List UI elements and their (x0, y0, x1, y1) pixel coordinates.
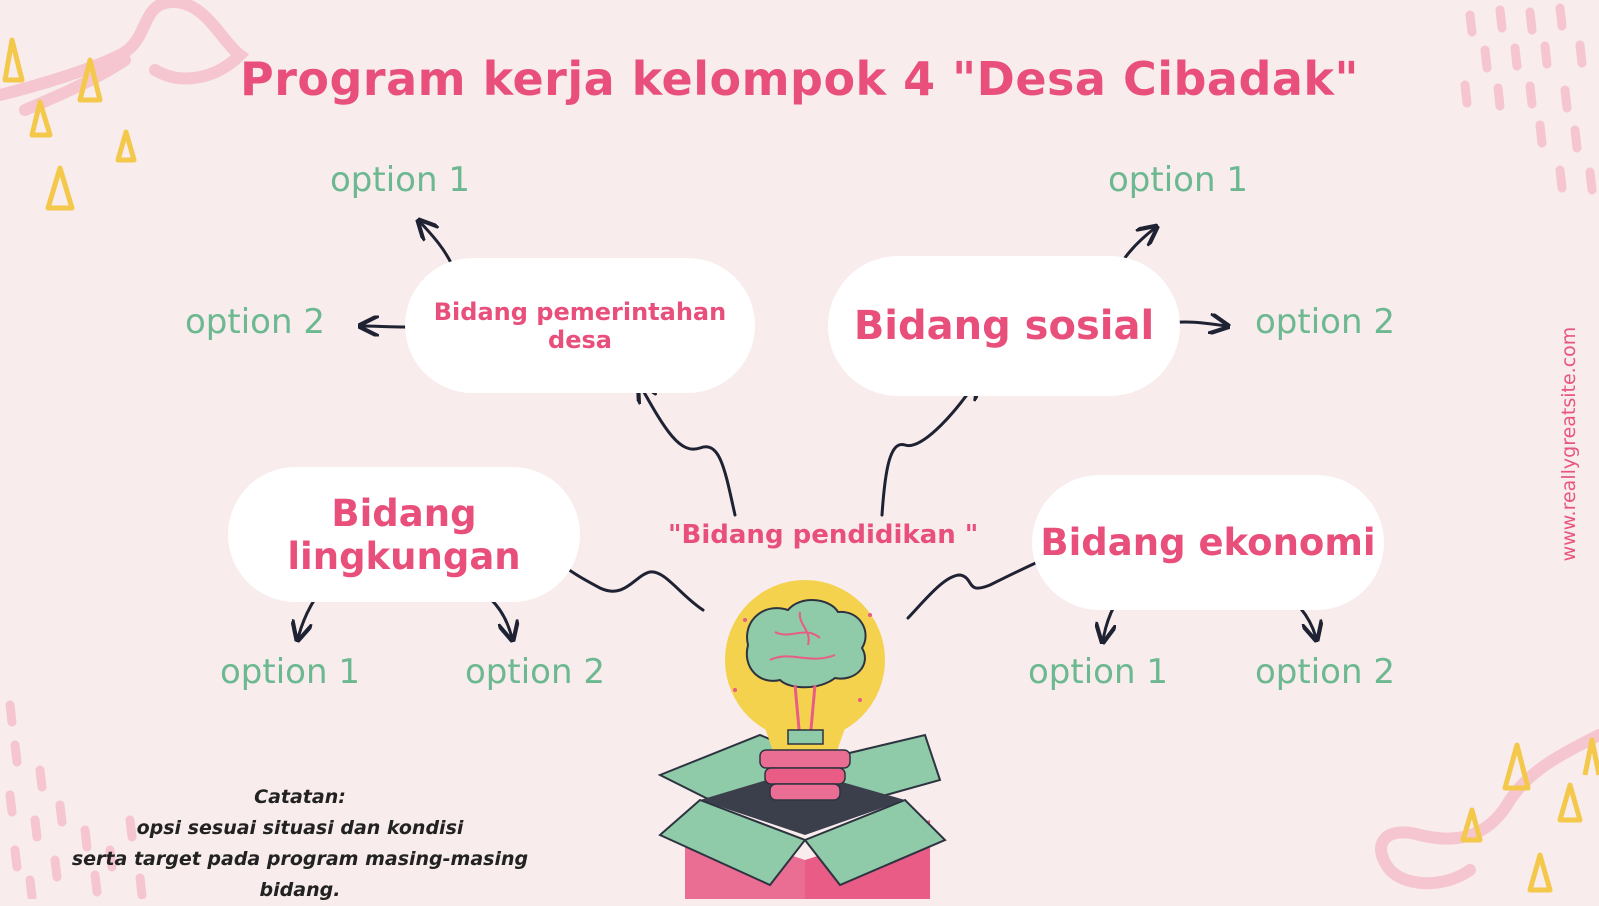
sosial-option-1: option 1 (1108, 160, 1248, 200)
node-label: Bidang lingkungan (287, 491, 521, 578)
pemerintahan-option-1: option 1 (330, 160, 470, 200)
node-bidang-lingkungan: Bidang lingkungan (228, 467, 580, 602)
lingkungan-option-2: option 2 (465, 652, 605, 692)
note-heading: Catatan: (254, 786, 346, 808)
note: Catatan: opsi sesuai situasi dan kondisi… (40, 782, 560, 906)
yellow-triangles-bottom-right (1460, 737, 1599, 893)
arrow-center-lingkungan (552, 557, 705, 612)
node-label: Bidang ekonomi (1040, 521, 1376, 564)
node-bidang-pemerintahan: Bidang pemerintahan desa (405, 258, 755, 393)
pemerintahan-option-2: option 2 (185, 302, 325, 342)
node-label: Bidang sosial (853, 303, 1155, 349)
sosial-option-2: option 2 (1255, 302, 1395, 342)
pink-squiggle-bottom-right (1375, 729, 1599, 890)
lightbulb-brain-icon (657, 580, 947, 899)
ekonomi-option-1: option 1 (1028, 652, 1168, 692)
diagram-title: Program kerja kelompok 4 "Desa Cibadak" (240, 52, 1359, 106)
arrow-pemerintahan-opt1 (420, 222, 454, 267)
node-bidang-sosial: Bidang sosial (828, 256, 1180, 396)
arrow-center-pemerintahan (640, 385, 737, 517)
arrow-pemerintahan-opt2 (362, 326, 407, 327)
pink-dashes-top-right (1460, 3, 1597, 195)
arrow-center-ekonomi (906, 553, 1058, 620)
lingkungan-option-1: option 1 (220, 652, 360, 692)
note-line-2: serta target pada program masing-masing … (71, 848, 529, 901)
website-url: www.reallygreatsite.com (1558, 326, 1580, 562)
node-label: Bidang pemerintahan desa (433, 297, 727, 354)
pink-dashes-bottom-left (5, 700, 147, 899)
yellow-triangles-top-left (2, 37, 137, 211)
ekonomi-option-2: option 2 (1255, 652, 1395, 692)
note-line-1: opsi sesuai situasi dan kondisi (136, 817, 464, 839)
center-topic: "Bidang pendidikan " (668, 520, 979, 550)
arrow-center-sosial (880, 382, 976, 517)
node-bidang-ekonomi: Bidang ekonomi (1032, 475, 1384, 610)
pink-squiggle-top-left (0, 0, 250, 101)
